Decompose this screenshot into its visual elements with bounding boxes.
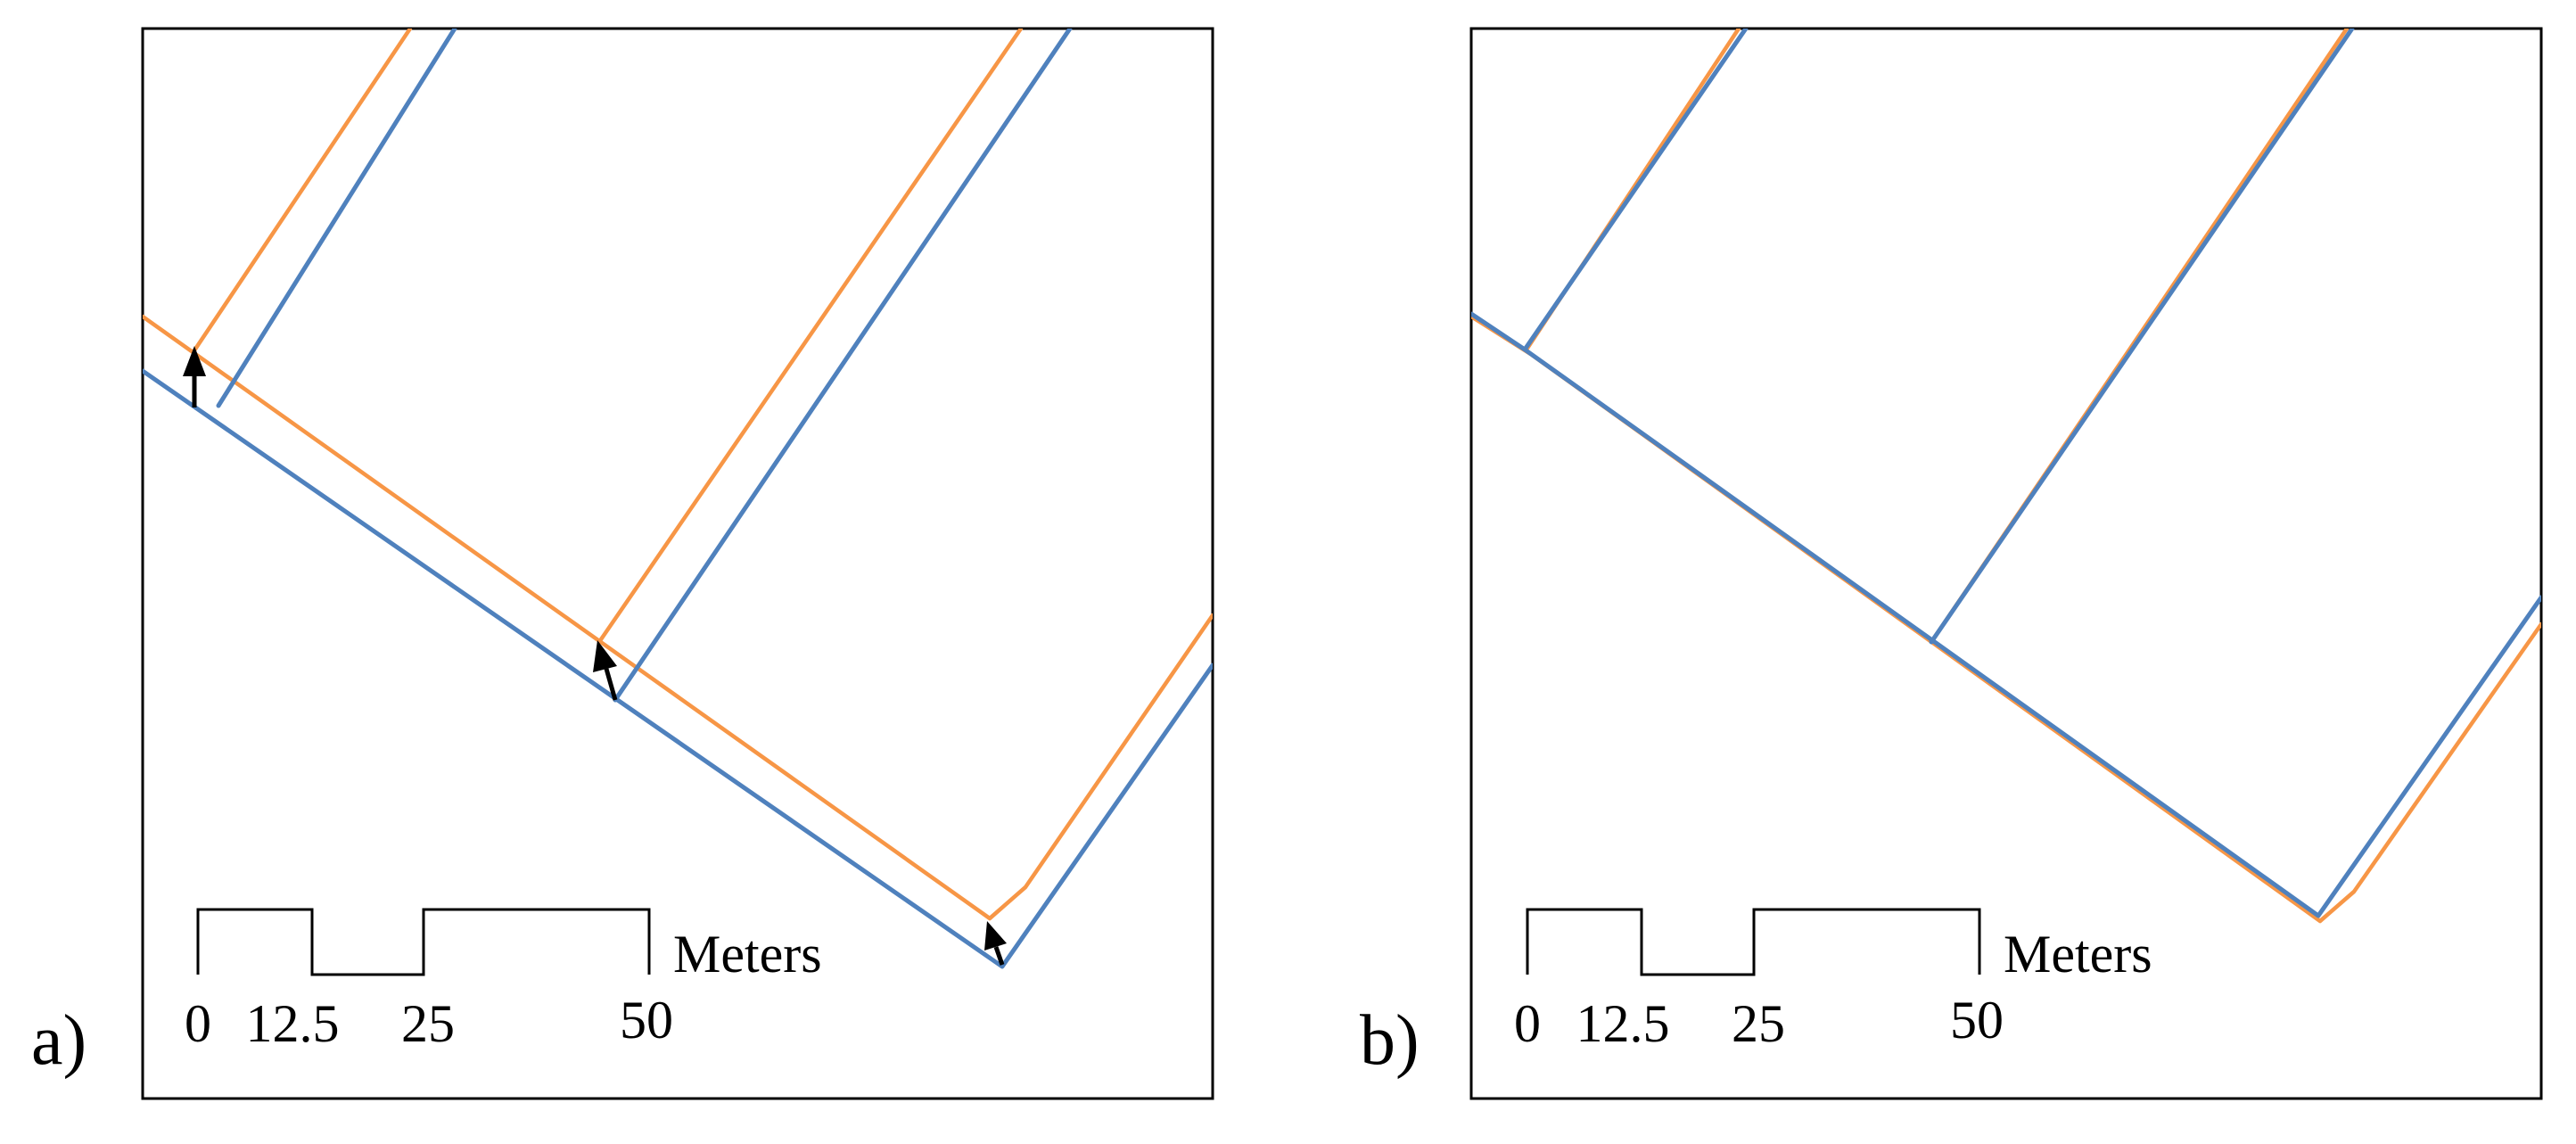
original-road-main-a [143, 368, 1213, 969]
original-lines-a [143, 29, 1213, 969]
scale-tick-50: 50 [620, 991, 673, 1049]
map-frame-b [1469, 27, 2543, 1100]
scale-bar-b: 0 12.5 25 50 Meters [1514, 908, 2152, 1053]
scale-unit: Meters [673, 925, 822, 984]
shifted-lines-a [143, 29, 1213, 921]
scale-bar-a: 0 12.5 25 50 Meters [185, 908, 822, 1053]
arrow-icon [984, 921, 1007, 966]
original-road-main-b [1471, 311, 2541, 918]
scale-unit: Meters [2004, 925, 2152, 984]
scale-tick-12-5: 12.5 [246, 994, 340, 1053]
shifted-road-middle-a [597, 29, 1024, 645]
map-panel-b: 0 12.5 25 50 Meters b) [1360, 27, 2543, 1100]
scale-tick-25: 25 [1732, 994, 1785, 1053]
original-road-middle-b [1929, 29, 2355, 645]
arrow-icon [593, 640, 618, 701]
scale-tick-0: 0 [185, 994, 211, 1053]
scale-tick-50: 50 [1950, 991, 2004, 1049]
panel-label-b: b) [1360, 1001, 1420, 1080]
map-panel-a: 0 12.5 25 50 Meters a) [31, 27, 1214, 1100]
scale-tick-12-5: 12.5 [1576, 994, 1670, 1053]
panel-label-a: a) [31, 1001, 86, 1080]
displacement-arrows [183, 346, 1007, 966]
scale-tick-0: 0 [1514, 994, 1541, 1053]
original-lines-b [1471, 29, 2541, 918]
shifted-road-main-a [143, 314, 1213, 921]
original-road-left-b [1522, 29, 1749, 352]
shifted-road-left-a [192, 29, 413, 353]
scale-tick-25: 25 [401, 994, 455, 1053]
arrow-icon [183, 346, 206, 407]
original-road-left-a [216, 29, 457, 408]
original-road-middle-a [613, 29, 1073, 703]
